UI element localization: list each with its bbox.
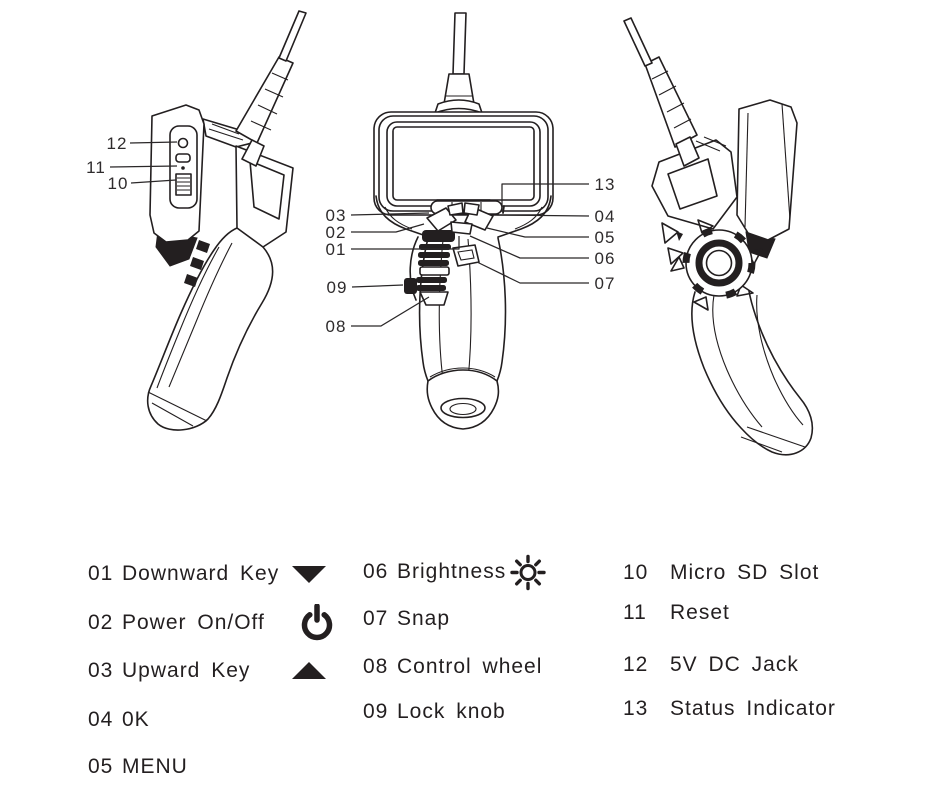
legend-column-2: 06 Brightness 07 Snap 08 Control wheel bbox=[363, 554, 613, 738]
callout-leader-lines bbox=[109, 141, 590, 327]
callout-02: 02 bbox=[326, 223, 347, 242]
legend-num-04: 04 bbox=[88, 708, 114, 731]
legend-item-07: 07 Snap bbox=[363, 605, 450, 633]
legend-num-05: 05 bbox=[88, 755, 114, 778]
callout-06: 06 bbox=[595, 249, 616, 268]
legend-label-07: Snap bbox=[397, 607, 451, 630]
legend-label-03: Upward Key bbox=[122, 659, 251, 682]
callout-07: 07 bbox=[595, 274, 616, 293]
legend-num-13: 13 bbox=[623, 697, 649, 720]
legend-num-12: 12 bbox=[623, 653, 649, 676]
reset-hole bbox=[181, 166, 185, 170]
legend-label-06: Brightness bbox=[397, 560, 507, 583]
callout-12: 12 bbox=[107, 134, 128, 153]
legend-item-11: 11 Reset bbox=[623, 599, 730, 627]
probe-cable-right bbox=[623, 17, 653, 67]
dc-jack-port bbox=[177, 137, 189, 149]
callout-10: 10 bbox=[108, 174, 129, 193]
callout-01: 01 bbox=[326, 240, 347, 259]
key-bottom[interactable] bbox=[450, 221, 473, 235]
device-line-art: 12 11 10 03 02 01 09 08 13 04 05 06 07 bbox=[86, 10, 814, 456]
legend-label-13: Status Indicator bbox=[670, 697, 836, 720]
callout-numbers: 12 11 10 03 02 01 09 08 13 04 05 06 07 bbox=[86, 134, 616, 336]
triangle-up-icon bbox=[291, 661, 327, 681]
sd-slot bbox=[175, 173, 192, 196]
legend-label-09: Lock knob bbox=[397, 700, 506, 723]
callout-03: 03 bbox=[326, 206, 347, 225]
callout-08: 08 bbox=[326, 317, 347, 336]
callout-09: 09 bbox=[327, 278, 348, 297]
lock-knob[interactable] bbox=[404, 278, 417, 294]
legend-item-06: 06 Brightness bbox=[363, 554, 546, 591]
probe-cable-front bbox=[452, 12, 467, 75]
legend-item-10: 10 Micro SD Slot bbox=[623, 559, 819, 587]
legend-label-11: Reset bbox=[670, 601, 730, 624]
callout-11: 11 bbox=[86, 158, 106, 177]
power-icon bbox=[300, 604, 334, 642]
screen-frame bbox=[373, 111, 554, 216]
legend-item-05: 05 MENU bbox=[88, 753, 188, 781]
probe-cable bbox=[278, 10, 307, 62]
legend-column-3: 10 Micro SD Slot 11 Reset 12 5V DC Jack … bbox=[623, 559, 923, 739]
control-wheel[interactable] bbox=[409, 230, 455, 306]
device-view-front bbox=[373, 12, 554, 430]
legend-item-09: 09 Lock knob bbox=[363, 698, 506, 726]
legend-num-07: 07 bbox=[363, 607, 389, 630]
key-top-left[interactable] bbox=[447, 202, 464, 216]
legend-item-12: 12 5V DC Jack bbox=[623, 651, 799, 679]
legend-label-01: Downward Key bbox=[122, 562, 280, 585]
callout-04: 04 bbox=[595, 207, 616, 226]
legend-label-05: MENU bbox=[122, 755, 188, 778]
callout-13: 13 bbox=[595, 175, 616, 194]
legend-num-01: 01 bbox=[88, 562, 114, 585]
legend-num-06: 06 bbox=[363, 560, 389, 583]
sun-icon bbox=[510, 554, 547, 591]
control-wheel-side[interactable] bbox=[670, 219, 763, 311]
triangle-down-icon bbox=[291, 564, 327, 584]
device-view-right-side bbox=[623, 17, 814, 456]
legend-item-08: 08 Control wheel bbox=[363, 653, 542, 681]
legend-num-08: 08 bbox=[363, 655, 389, 678]
legend-item-01: 01 Downward Key bbox=[88, 560, 326, 588]
legend-item-03: 03 Upward Key bbox=[88, 657, 326, 685]
legend-num-02: 02 bbox=[88, 611, 114, 634]
device-view-left-side bbox=[146, 10, 307, 431]
legend-num-03: 03 bbox=[88, 659, 114, 682]
legend-num-11: 11 bbox=[623, 601, 647, 624]
legend-label-12: 5V DC Jack bbox=[670, 653, 799, 676]
key-left[interactable] bbox=[426, 207, 457, 232]
legend-item-02: 02 Power On/Off bbox=[88, 604, 333, 641]
legend-column-1: 01 Downward Key 02 Power On/Off 03 Upwar… bbox=[88, 560, 428, 790]
legend-item-13: 13 Status Indicator bbox=[623, 695, 836, 723]
callout-05: 05 bbox=[595, 228, 616, 247]
legend-num-09: 09 bbox=[363, 700, 389, 723]
legend-label-08: Control wheel bbox=[397, 655, 543, 678]
legend-label-02: Power On/Off bbox=[122, 611, 265, 634]
key-top-right[interactable] bbox=[463, 202, 480, 216]
snap-button[interactable] bbox=[452, 244, 480, 267]
legend-item-04: 04 0K bbox=[88, 706, 150, 734]
legend-label-10: Micro SD Slot bbox=[670, 561, 820, 584]
legend-num-10: 10 bbox=[623, 561, 649, 584]
legend-label-04: 0K bbox=[122, 708, 150, 731]
